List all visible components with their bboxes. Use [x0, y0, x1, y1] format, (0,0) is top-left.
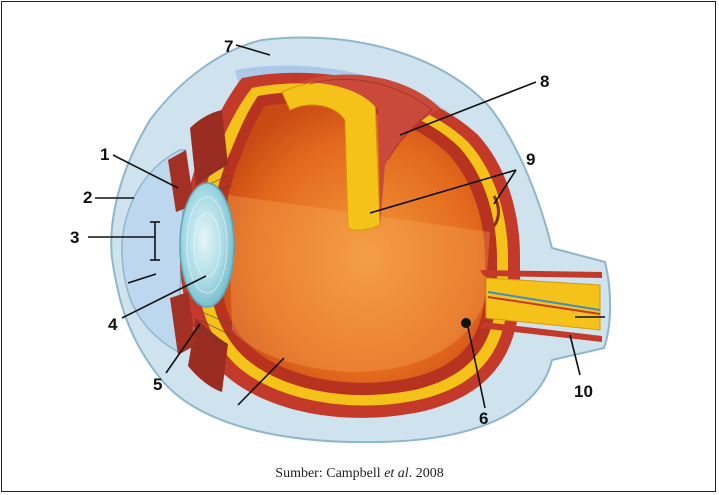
- label-7: 7: [224, 37, 233, 56]
- label-3: 3: [70, 228, 79, 247]
- iris-upper: [168, 150, 194, 212]
- lens: [179, 182, 235, 308]
- label-10: 10: [574, 382, 593, 401]
- label-1: 1: [100, 145, 109, 164]
- cornea: [121, 149, 186, 354]
- pointer-lines: [88, 44, 605, 409]
- ciliary-body: [190, 110, 228, 186]
- lens-rings: [186, 196, 228, 294]
- label-9: 9: [526, 150, 535, 169]
- fovea: [492, 195, 500, 227]
- label-8: 8: [540, 72, 549, 91]
- blind-spot-dot: [461, 318, 471, 328]
- ciliary-body-lower: [188, 318, 228, 392]
- caption-prefix: Sumber: Campbell: [275, 466, 385, 481]
- optic-nerve: [485, 277, 601, 331]
- label-6: 6: [479, 409, 488, 428]
- flap-texture: [309, 78, 433, 161]
- caption-etal: et al: [384, 466, 409, 481]
- label-5: 5: [153, 375, 162, 394]
- caption-suffix: . 2008: [408, 466, 444, 481]
- label-2: 2: [83, 188, 92, 207]
- label-4: 4: [108, 315, 118, 334]
- optic-nerve-sheath: [480, 270, 602, 342]
- optic-vessels: [487, 291, 601, 315]
- vitreous-plane: [228, 195, 490, 372]
- choroid-flap: [300, 74, 440, 225]
- vitreous-body: [220, 102, 485, 383]
- source-caption: Sumber: Campbell et al. 2008: [0, 466, 719, 482]
